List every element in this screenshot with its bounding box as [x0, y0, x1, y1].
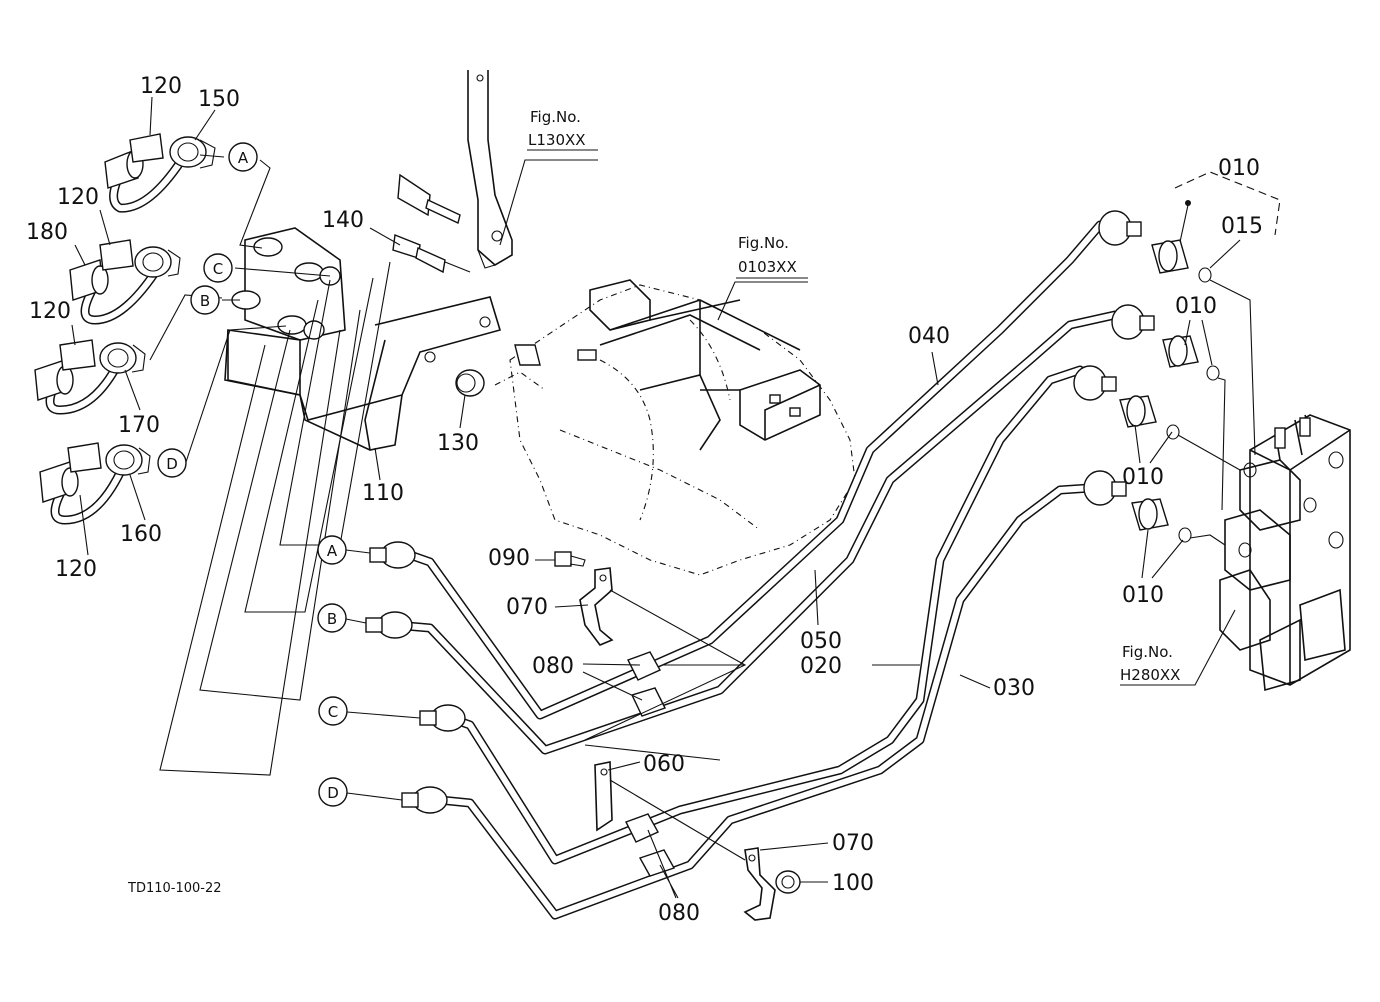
- leader-0103: [717, 281, 808, 321]
- svg-text:D: D: [327, 784, 339, 802]
- svg-text:A: A: [238, 149, 249, 167]
- long-pipes: [390, 220, 1120, 920]
- collar-130: [455, 344, 541, 397]
- clamp-cushions-080: [625, 651, 676, 877]
- label-080-a: 080: [532, 654, 574, 679]
- bracket-110: [224, 227, 502, 451]
- fitting-140: [392, 173, 471, 274]
- label-070-a: 070: [506, 595, 548, 620]
- letter-circle-b-top: B: [190, 285, 220, 315]
- letter-circle-a-top: A: [228, 142, 258, 172]
- short-pipe-assembly-2: [69, 239, 181, 325]
- plate-060: [594, 761, 613, 832]
- label-120-a: 120: [140, 74, 182, 99]
- pipe-end-fittings-right: [1073, 210, 1155, 506]
- label-140: 140: [322, 208, 364, 233]
- fig-ref-h280-line2: H280XX: [1120, 666, 1180, 684]
- label-120-b: 120: [57, 185, 99, 210]
- letter-circle-b-bottom: B: [317, 603, 347, 633]
- fig-ref-0103-line1: Fig.No.: [738, 234, 789, 252]
- svg-text:C: C: [328, 703, 338, 721]
- control-valve-block: [1219, 414, 1351, 692]
- bolt-090: [554, 551, 586, 567]
- letter-circle-c-bottom: C: [318, 696, 348, 726]
- label-070-b: 070: [832, 831, 874, 856]
- label-150: 150: [198, 87, 240, 112]
- label-100: 100: [832, 871, 874, 896]
- pipe-end-fittings-left: [365, 541, 466, 814]
- clamp-guide-lines: [584, 589, 747, 861]
- svg-text:D: D: [166, 455, 178, 473]
- fig-ref-h280-line1: Fig.No.: [1122, 643, 1173, 661]
- label-090: 090: [488, 546, 530, 571]
- label-010-c: 010: [1122, 583, 1164, 608]
- bottom-letter-leaders: [345, 549, 421, 801]
- label-160: 160: [120, 522, 162, 547]
- linkage-arm: [467, 70, 513, 269]
- svg-text:B: B: [327, 610, 337, 628]
- letter-circle-a-bottom: A: [317, 535, 347, 565]
- leader-h280: [1120, 609, 1236, 686]
- bracket-fittings: [231, 237, 341, 340]
- short-pipe-assembly-4: [39, 442, 151, 525]
- label-010-a: 010: [1175, 294, 1217, 319]
- group-bracket-010: [1174, 171, 1281, 236]
- label-015: 015: [1221, 214, 1263, 239]
- adapters-010: [1119, 239, 1220, 543]
- label-040: 040: [908, 324, 950, 349]
- transmission-housing-outline: [494, 284, 856, 576]
- letter-circle-d-top: D: [157, 448, 187, 478]
- letter-leader-lines-long: [159, 261, 391, 776]
- label-010-group: 010: [1218, 156, 1260, 181]
- label-120-c: 120: [29, 299, 71, 324]
- group-marker-dot: [1185, 200, 1191, 206]
- clamp-070-upper: [579, 567, 614, 646]
- fig-ref-l130-line1: Fig.No.: [530, 108, 581, 126]
- transmission-housing-block: [577, 279, 821, 451]
- svg-text:A: A: [327, 542, 338, 560]
- label-080-b: 080: [658, 901, 700, 926]
- leader-dot: [1179, 204, 1189, 243]
- label-180: 180: [26, 220, 68, 245]
- svg-text:C: C: [213, 260, 223, 278]
- label-060: 060: [643, 752, 685, 777]
- nut-100: [775, 870, 801, 894]
- label-020: 020: [800, 654, 842, 679]
- label-050: 050: [800, 629, 842, 654]
- short-pipe-assembly-3: [34, 339, 146, 415]
- part-leaders: [71, 96, 1241, 899]
- valve-port-leaders: [1177, 279, 1256, 546]
- letter-circle-d-bottom: D: [318, 777, 348, 807]
- fig-ref-0103-line2: 0103XX: [738, 258, 797, 276]
- fig-ref-l130-line2: L130XX: [528, 131, 586, 149]
- leader-l130: [499, 159, 598, 246]
- label-120-d: 120: [55, 557, 97, 582]
- label-030: 030: [993, 676, 1035, 701]
- diagram-code: TD110-100-22: [127, 881, 222, 896]
- short-pipe-assembly-1: [104, 133, 216, 213]
- label-170: 170: [118, 413, 160, 438]
- label-130: 130: [437, 431, 479, 456]
- letter-leader-lines-top: [149, 154, 331, 466]
- letter-circle-c-top: C: [203, 253, 233, 283]
- clamp-070-lower: [743, 847, 776, 921]
- label-010-b: 010: [1122, 465, 1164, 490]
- svg-text:B: B: [200, 292, 210, 310]
- label-110: 110: [362, 481, 404, 506]
